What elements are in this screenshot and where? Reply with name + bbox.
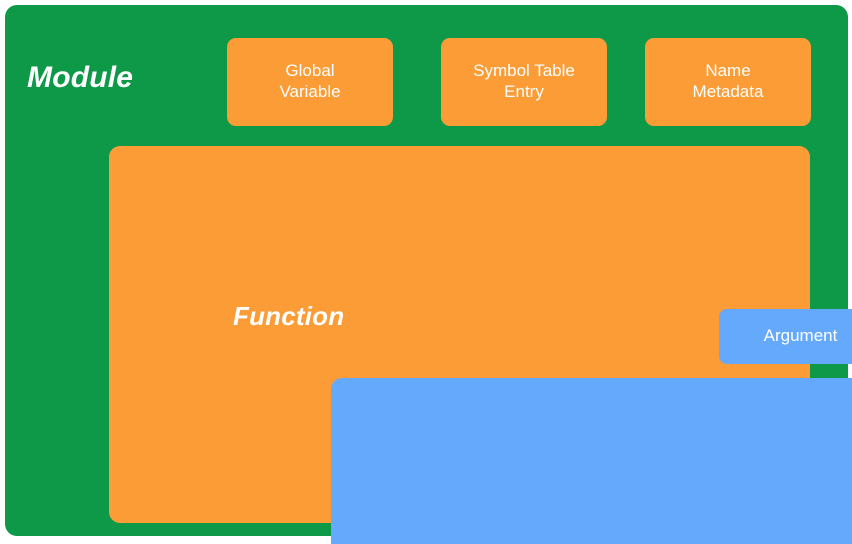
name-metadata-box: Name Metadata <box>645 38 811 126</box>
global-variable-box: Global Variable <box>227 38 393 126</box>
symbol-table-entry-label: Symbol Table Entry <box>473 61 575 102</box>
name-metadata-label-line1: Name <box>705 61 751 81</box>
argument-box: Argument <box>719 309 852 364</box>
argument-label: Argument <box>763 326 838 346</box>
basic-block-container: Basic Block Label Instruction <box>331 378 852 544</box>
function-title: Function <box>233 301 345 331</box>
symbol-table-entry-label-line1: Symbol Table <box>473 61 575 81</box>
function-container: Function Argument Basic Block Label Inst… <box>109 146 852 544</box>
global-variable-label: Global Variable <box>279 61 340 102</box>
global-variable-label-line2: Variable <box>279 82 341 101</box>
symbol-table-entry-label-line2: Entry <box>504 82 544 101</box>
name-metadata-label-line2: Metadata <box>692 82 764 101</box>
global-variable-label-line1: Global <box>285 61 335 81</box>
module-title: Module <box>27 61 134 94</box>
symbol-table-entry-box: Symbol Table Entry <box>441 38 607 126</box>
module-container: Module Global Variable Symbol Table Entr… <box>5 5 852 544</box>
name-metadata-label: Name Metadata <box>693 61 764 102</box>
